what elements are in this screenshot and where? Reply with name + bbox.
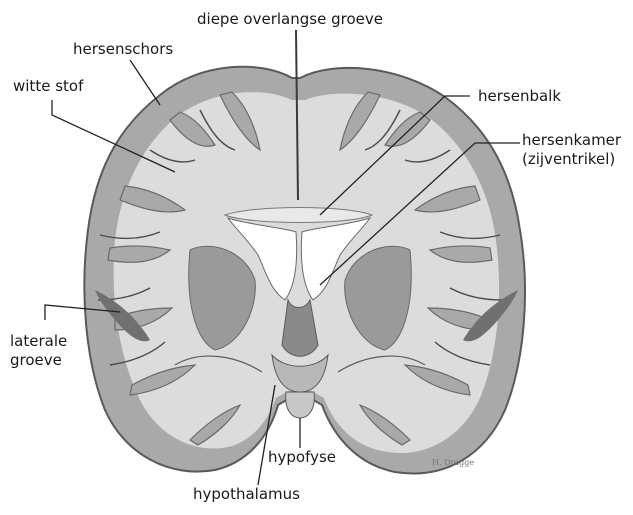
artist-signature: H. Dragge [432, 458, 474, 467]
label-cortex: hersenschors [73, 40, 173, 59]
label-fissure: diepe overlangse groeve [197, 10, 383, 29]
label-lateral-sulcus: laterale groeve [10, 332, 67, 370]
label-white-matter: witte stof [13, 77, 83, 96]
label-ventricle-line1: hersenkamer [522, 131, 621, 150]
label-hypothalamus: hypothalamus [193, 485, 300, 504]
label-pituitary: hypofyse [268, 448, 336, 467]
label-lateral-line2: groeve [10, 351, 67, 370]
pituitary-gland [286, 392, 315, 418]
label-lateral-line1: laterale [10, 332, 67, 351]
label-ventricle-line2: (zijventrikel) [522, 150, 621, 169]
label-corpus-callosum: hersenbalk [478, 87, 561, 106]
label-ventricle: hersenkamer (zijventrikel) [522, 131, 621, 169]
leader-hersenschors [130, 60, 160, 105]
